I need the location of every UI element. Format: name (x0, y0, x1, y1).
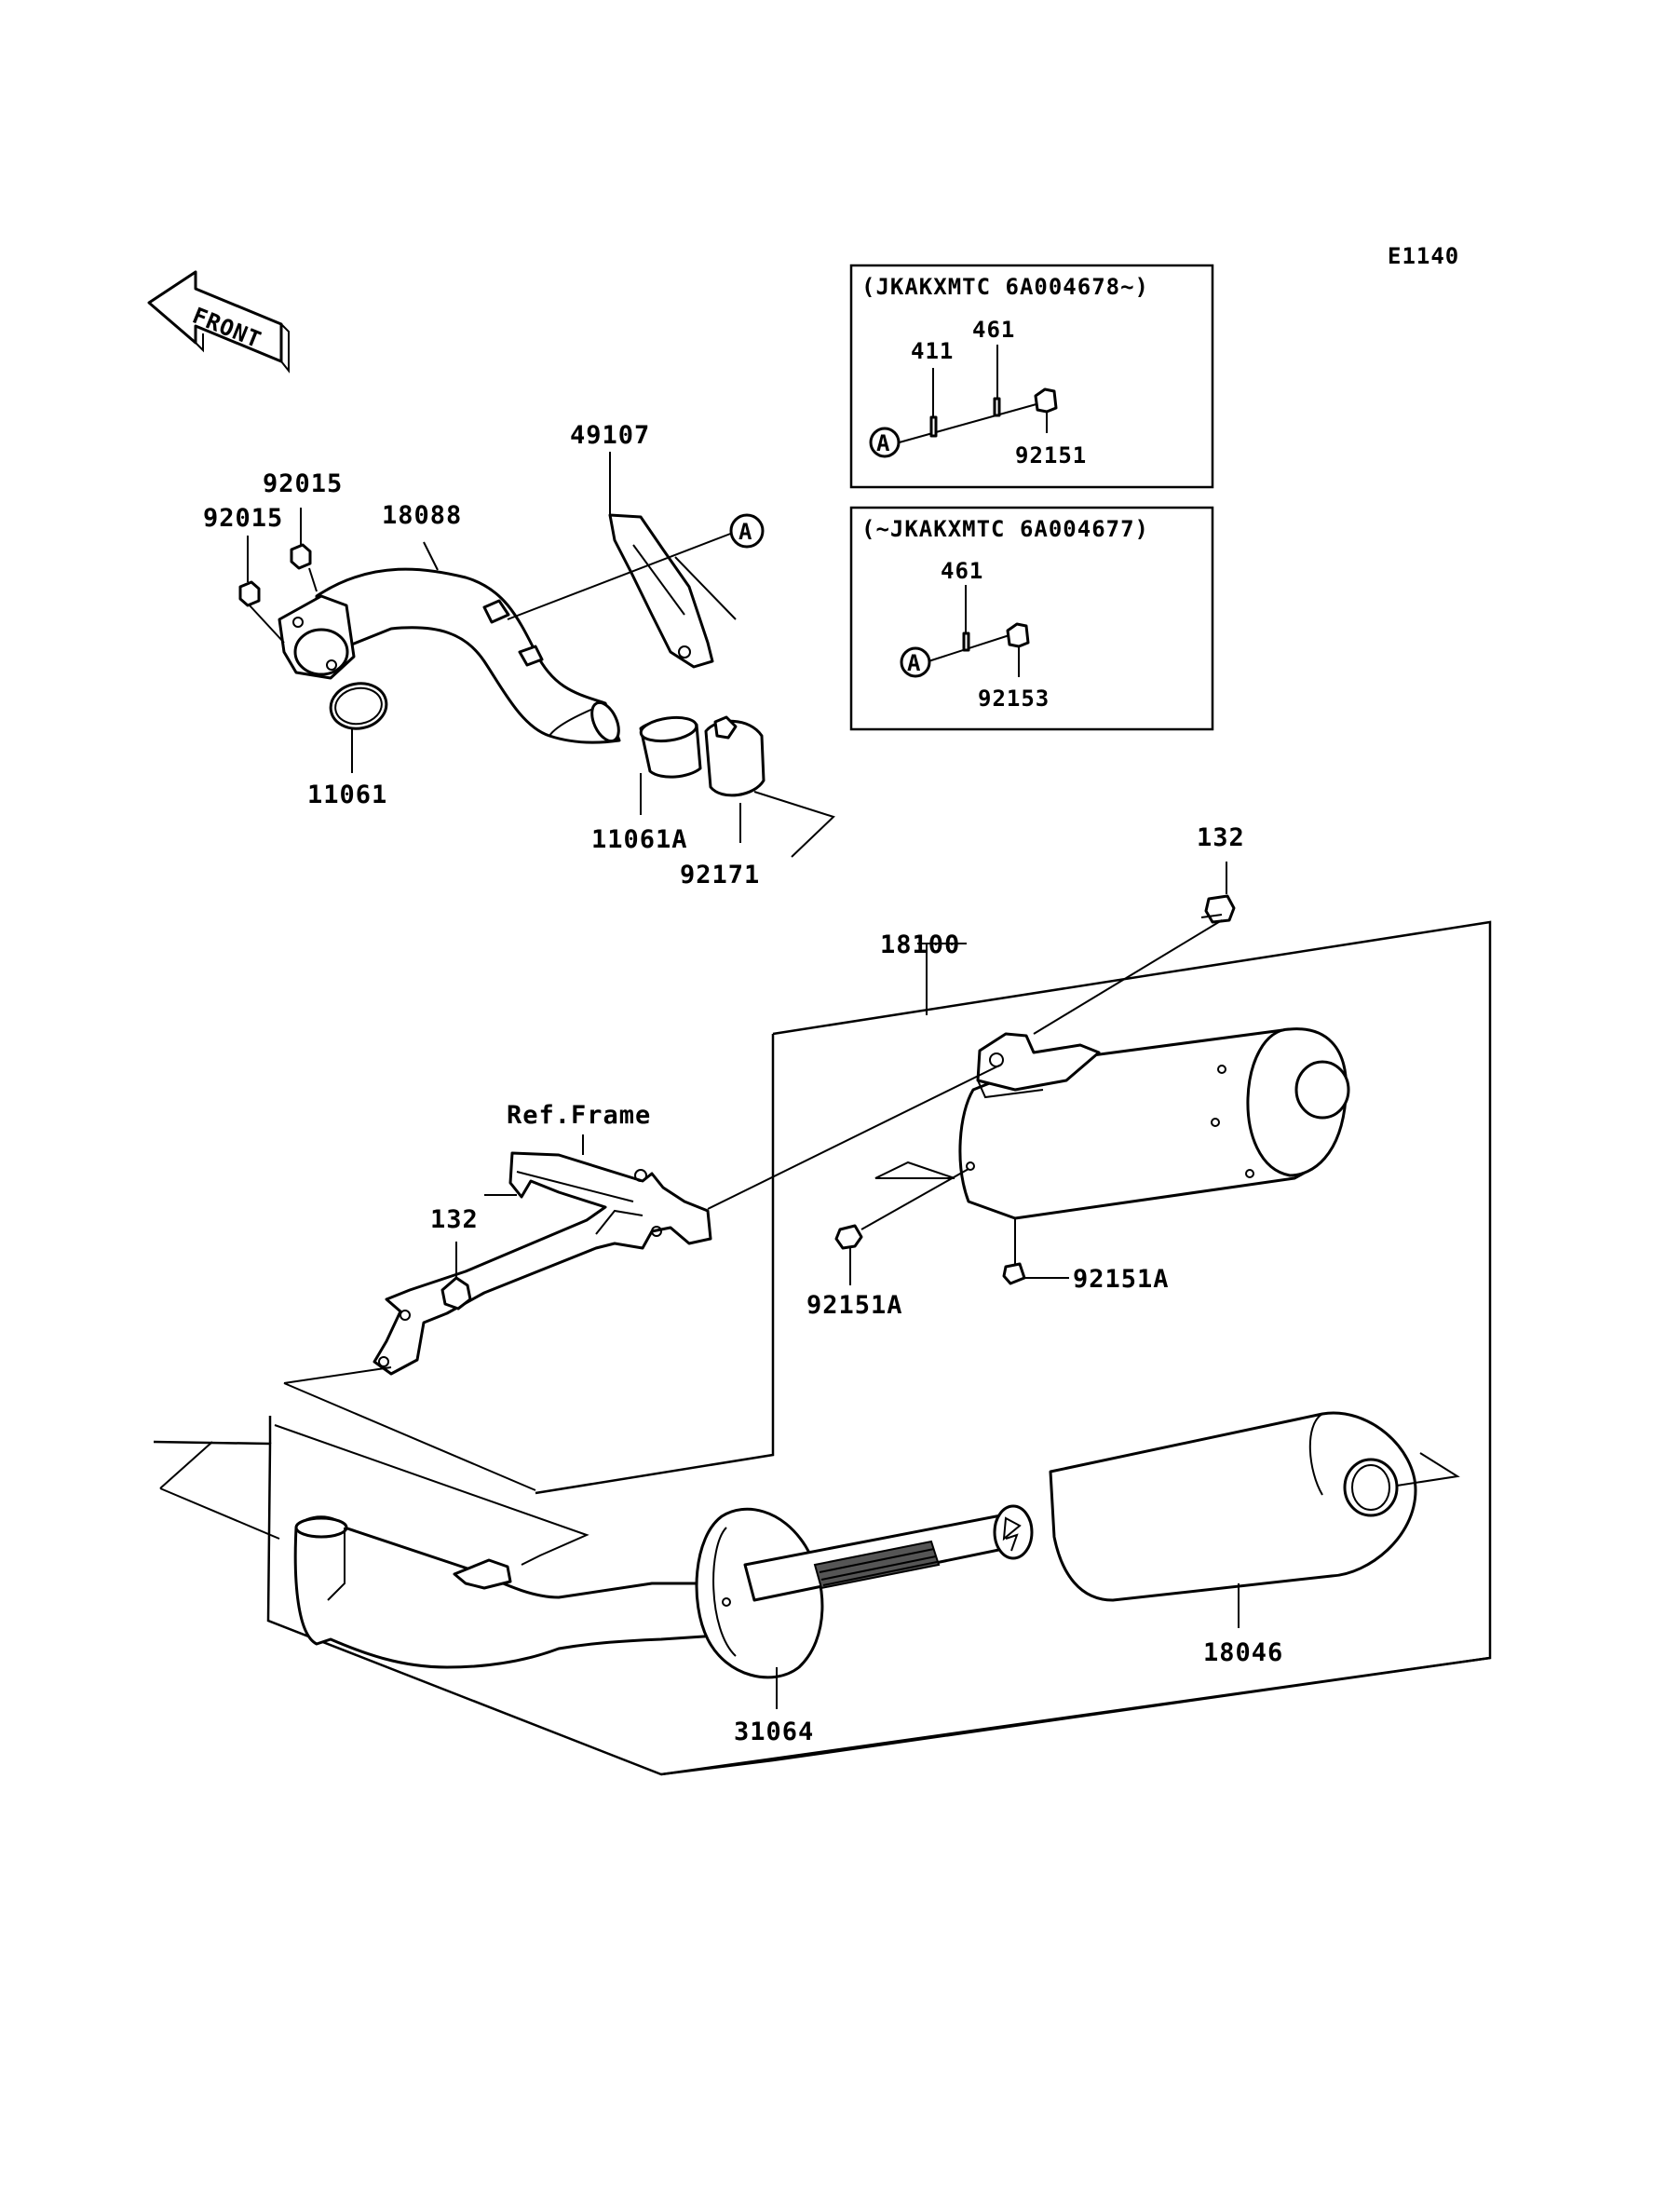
part-92153: 92153 (978, 686, 1050, 712)
front-arrow-icon: FRONT (147, 270, 290, 373)
label-18088: 18088 (382, 501, 462, 530)
marker-a-label: A (738, 519, 752, 545)
label-49107: 49107 (570, 421, 650, 450)
label-11061: 11061 (307, 781, 387, 809)
silencer-group (153, 1411, 1491, 1776)
label-92171: 92171 (680, 861, 760, 890)
marker-a-icon (869, 427, 901, 458)
label-ref-frame: Ref.Frame (507, 1101, 651, 1130)
label-31064: 31064 (734, 1718, 814, 1746)
label-132-frame: 132 (430, 1205, 479, 1234)
marker-a-icon (900, 646, 931, 678)
label-92151a-right: 92151A (1073, 1265, 1170, 1294)
label-18100: 18100 (880, 930, 960, 959)
label-92015-upper: 92015 (263, 469, 343, 498)
header-pipe-group: A (238, 452, 835, 858)
frame-reference (283, 1134, 712, 1491)
part-461: 461 (972, 317, 1015, 343)
label-92015-lower: 92015 (203, 504, 283, 533)
part-92151: 92151 (1015, 442, 1087, 469)
marker-a-label: A (876, 430, 890, 456)
inset-box-old-serial: (~JKAKXMTC 6A004677) A 461 92153 (849, 506, 1214, 731)
part-461: 461 (941, 558, 983, 584)
marker-a-icon (729, 513, 765, 549)
inset-box-title: (~JKAKXMTC 6A004677) (861, 516, 1149, 542)
label-92151a-left: 92151A (806, 1291, 903, 1320)
muffler-assembly (535, 862, 1492, 1776)
label-132-top: 132 (1197, 823, 1245, 852)
part-411: 411 (911, 338, 954, 364)
diagram-code: E1140 (1388, 243, 1459, 269)
inset-box-new-serial: (JKAKXMTC 6A004678~) A 411 461 92151 (849, 264, 1214, 489)
perforated-mesh-icon (813, 1540, 941, 1590)
marker-a-label: A (907, 650, 921, 676)
inset-box-title: (JKAKXMTC 6A004678~) (861, 274, 1149, 300)
label-11061a: 11061A (591, 825, 688, 854)
label-18046: 18046 (1203, 1638, 1283, 1667)
